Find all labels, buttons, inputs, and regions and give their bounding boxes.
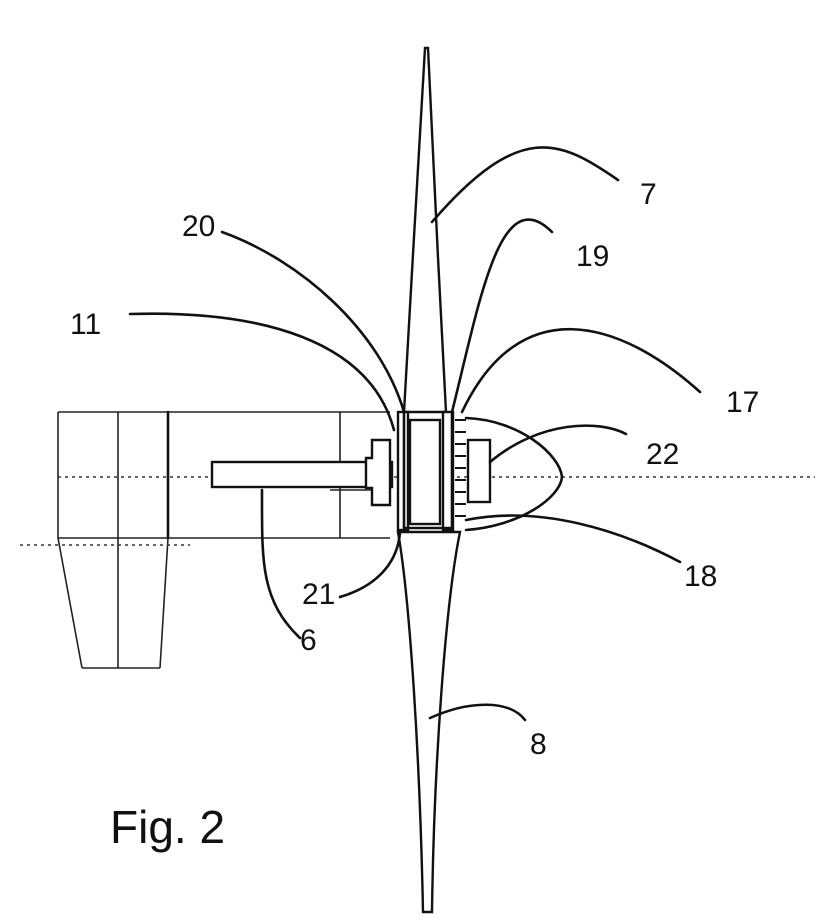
lower-blade — [398, 532, 460, 912]
ref-label-6: 6 — [300, 624, 317, 657]
ref-label-8: 8 — [530, 728, 547, 761]
nacelle-frame — [58, 412, 390, 668]
ref-label-22: 22 — [646, 438, 679, 471]
ref-label-7: 7 — [640, 178, 657, 211]
ref-label-11: 11 — [70, 308, 101, 341]
figure-caption: Fig. 2 — [110, 801, 225, 853]
ref-label-21: 21 — [302, 578, 335, 611]
ref-label-17: 17 — [726, 386, 759, 419]
ref-label-20: 20 — [182, 210, 215, 243]
ref-label-19: 19 — [576, 240, 609, 273]
spinner-bracket — [468, 440, 490, 502]
upper-blade — [404, 48, 446, 412]
hub-assembly — [398, 412, 466, 530]
flange-left — [366, 440, 390, 505]
ref-label-18: 18 — [684, 560, 717, 593]
